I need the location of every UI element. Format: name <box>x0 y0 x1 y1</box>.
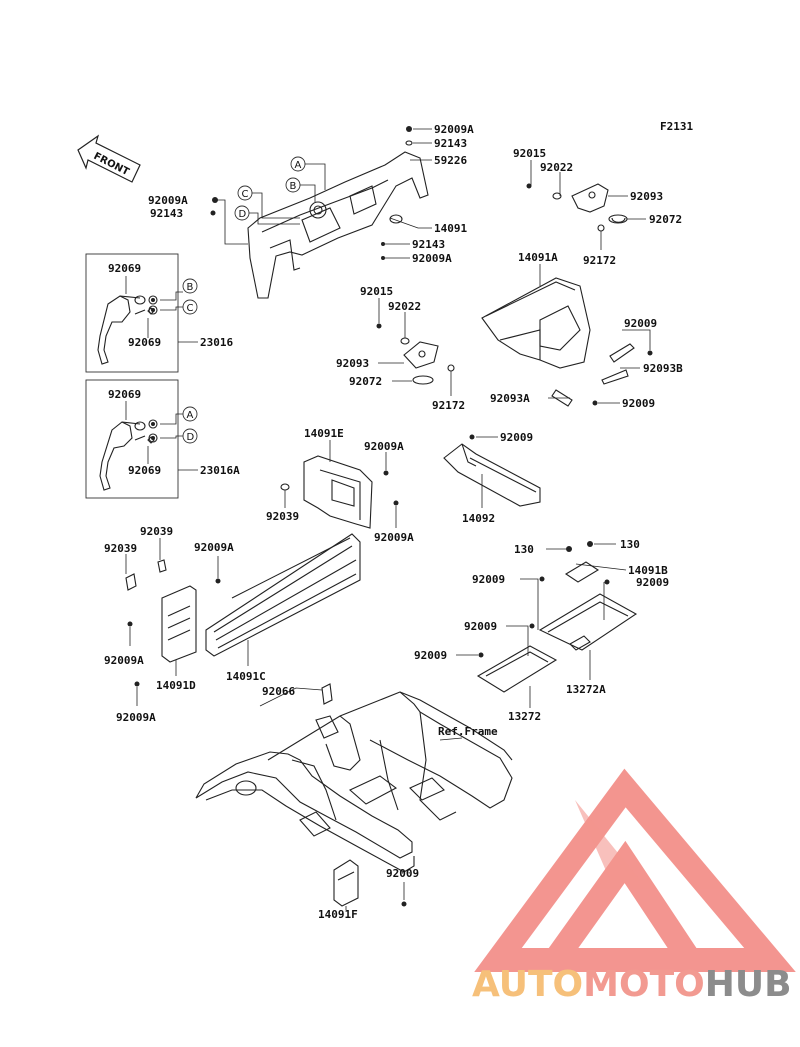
part-13272: 13272 <box>508 710 541 723</box>
svg-text:A: A <box>295 160 302 171</box>
box-23016A <box>85 379 179 499</box>
part-92039-e: 92039 <box>266 510 299 523</box>
part-92172-center: 92172 <box>432 399 465 412</box>
part-92009-right-2: 92009 <box>622 397 655 410</box>
part-14091F: 14091F <box>318 908 358 921</box>
part-23016: 23016 <box>200 336 233 349</box>
part-14091E: 14091E <box>304 427 344 440</box>
part-14091D: 14091D <box>156 679 196 692</box>
part-92009A-e2: 92009A <box>374 531 414 544</box>
part-59226: 59226 <box>434 154 467 167</box>
callout-b-box: B <box>182 278 198 294</box>
svg-text:C: C <box>242 189 249 200</box>
part-92093-center: 92093 <box>336 357 369 370</box>
plate-13272A <box>538 561 638 651</box>
box-23016 <box>85 253 179 373</box>
watermark-part-moto: MOTO <box>583 964 705 1005</box>
main-frame <box>195 683 513 873</box>
right-bracket-group <box>526 160 646 250</box>
plate-13272 <box>476 645 558 693</box>
part-92039-a: 92039 <box>140 525 173 538</box>
cover-14092 <box>443 443 541 507</box>
bracket-14091D <box>125 559 197 663</box>
callout-d-top: D <box>234 205 300 225</box>
guard-14091C <box>205 533 361 657</box>
part-92009-b3: 92009 <box>464 620 497 633</box>
callout-a-box: A <box>182 406 198 422</box>
part-14091: 14091 <box>434 222 467 235</box>
watermark-logo-icon <box>474 768 796 972</box>
part-13272A: 13272A <box>566 683 606 696</box>
part-92069-4: 92069 <box>128 464 161 477</box>
part-92143-mid: 92143 <box>412 238 445 251</box>
center-bracket-group <box>376 298 455 396</box>
part-92069-1: 92069 <box>108 262 141 275</box>
part-92093-right: 92093 <box>630 190 663 203</box>
part-92009A-left: 92009A <box>148 194 188 207</box>
part-23016A: 23016A <box>200 464 240 477</box>
watermark-part-hub: HUB <box>705 964 792 1005</box>
part-92015-center: 92015 <box>360 285 393 298</box>
part-92143-top: 92143 <box>434 137 467 150</box>
callout-c-box: C <box>182 299 198 315</box>
ref-frame-label: Ref.Frame <box>438 725 498 738</box>
svg-text:A: A <box>187 410 194 421</box>
part-92009-14092: 92009 <box>500 431 533 444</box>
part-92069-3: 92069 <box>108 388 141 401</box>
part-92093B: 92093B <box>643 362 683 375</box>
part-92022-center: 92022 <box>388 300 421 313</box>
part-92009-b2: 92009 <box>636 576 669 589</box>
part-92172-right: 92172 <box>583 254 616 267</box>
svg-text:B: B <box>290 181 297 192</box>
watermark-text: AUTOMOTOHUB <box>472 964 792 1005</box>
part-14091C: 14091C <box>226 670 266 683</box>
part-92009A-d2: 92009A <box>116 711 156 724</box>
part-92009-b4: 92009 <box>414 649 447 662</box>
svg-text:C: C <box>187 303 194 314</box>
part-92069-2: 92069 <box>128 336 161 349</box>
part-92009A-mid: 92009A <box>412 252 452 265</box>
part-92009-f: 92009 <box>386 867 419 880</box>
part-92015-right: 92015 <box>513 147 546 160</box>
part-130-b: 130 <box>620 538 640 551</box>
part-92072-center: 92072 <box>349 375 382 388</box>
part-92009-b1: 92009 <box>472 573 505 586</box>
part-14091A: 14091A <box>518 251 558 264</box>
watermark-part-auto: AUTO <box>472 964 583 1005</box>
part-92009A-c: 92009A <box>194 541 234 554</box>
svg-text:D: D <box>239 209 247 220</box>
part-92009-right-1: 92009 <box>624 317 657 330</box>
figure-code: F2131 <box>660 120 693 133</box>
bracket-14091F <box>333 859 359 907</box>
part-92009A-top: 92009A <box>434 123 474 136</box>
part-92143-left: 92143 <box>150 207 183 220</box>
guard-14091E <box>303 455 373 529</box>
dash-panel <box>247 151 429 299</box>
part-92022-right: 92022 <box>540 161 573 174</box>
part-92066: 92066 <box>262 685 295 698</box>
part-130-a: 130 <box>514 543 534 556</box>
callout-d-box: D <box>182 428 198 444</box>
part-92009A-e1: 92009A <box>364 440 404 453</box>
part-92009A-d1: 92009A <box>104 654 144 667</box>
part-14092: 14092 <box>462 512 495 525</box>
svg-text:B: B <box>187 282 194 293</box>
callout-b-top: B <box>285 177 316 202</box>
callout-a-top: A <box>290 156 326 190</box>
svg-text:D: D <box>187 432 195 443</box>
part-14091B: 14091B <box>628 564 668 577</box>
part-92072-right: 92072 <box>649 213 682 226</box>
front-arrow-icon: FRONT <box>77 134 141 183</box>
part-92093A: 92093A <box>490 392 530 405</box>
part-92039-b: 92039 <box>104 542 137 555</box>
tray-14091A <box>481 277 635 407</box>
callout-c-top: C <box>237 185 300 219</box>
